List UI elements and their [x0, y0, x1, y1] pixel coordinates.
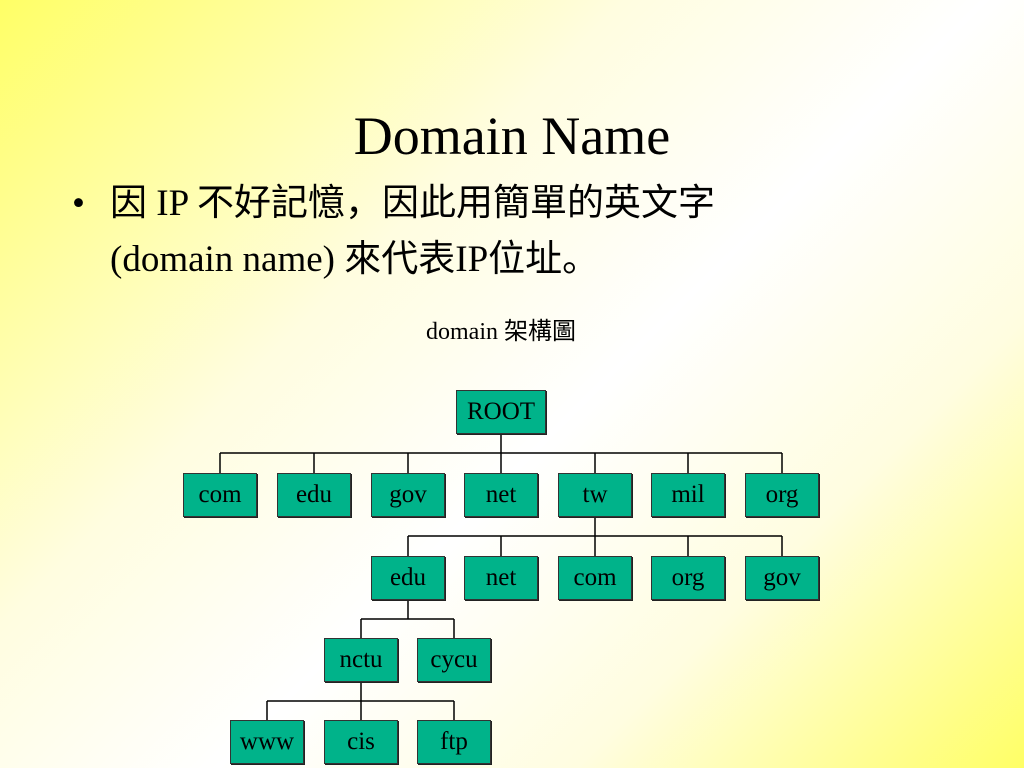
tree-node-tw-com: com — [558, 556, 632, 600]
tree-node-root: ROOT — [456, 390, 546, 434]
tree-node-net: net — [464, 473, 538, 517]
bullet-dot-icon: • — [72, 183, 85, 224]
tree-node-org: org — [745, 473, 819, 517]
diagram-caption: domain 架構圖 — [426, 319, 576, 345]
tree-node-www: www — [230, 720, 304, 764]
tree-node-tw-net: net — [464, 556, 538, 600]
tree-node-tw: tw — [558, 473, 632, 517]
tree-node-mil: mil — [651, 473, 725, 517]
tree-node-com: com — [183, 473, 257, 517]
tree-node-tw-org: org — [651, 556, 725, 600]
tree-node-gov: gov — [371, 473, 445, 517]
tree-node-nctu: nctu — [324, 638, 398, 682]
tree-node-cis: cis — [324, 720, 398, 764]
tree-node-tw-edu: edu — [371, 556, 445, 600]
tree-node-edu: edu — [277, 473, 351, 517]
bullet-line-1: 因 IP 不好記憶，因此用簡單的英文字 — [110, 183, 716, 224]
bullet-line-2: (domain name) 來代表IP位址。 — [110, 239, 600, 280]
tree-node-cycu: cycu — [417, 638, 491, 682]
tree-node-ftp: ftp — [417, 720, 491, 764]
tree-node-tw-gov: gov — [745, 556, 819, 600]
slide-title: Domain Name — [353, 106, 671, 166]
bullet-text: 因 IP 不好記憶，因此用簡單的英文字 (domain name) 來代表IP位… — [110, 176, 950, 288]
